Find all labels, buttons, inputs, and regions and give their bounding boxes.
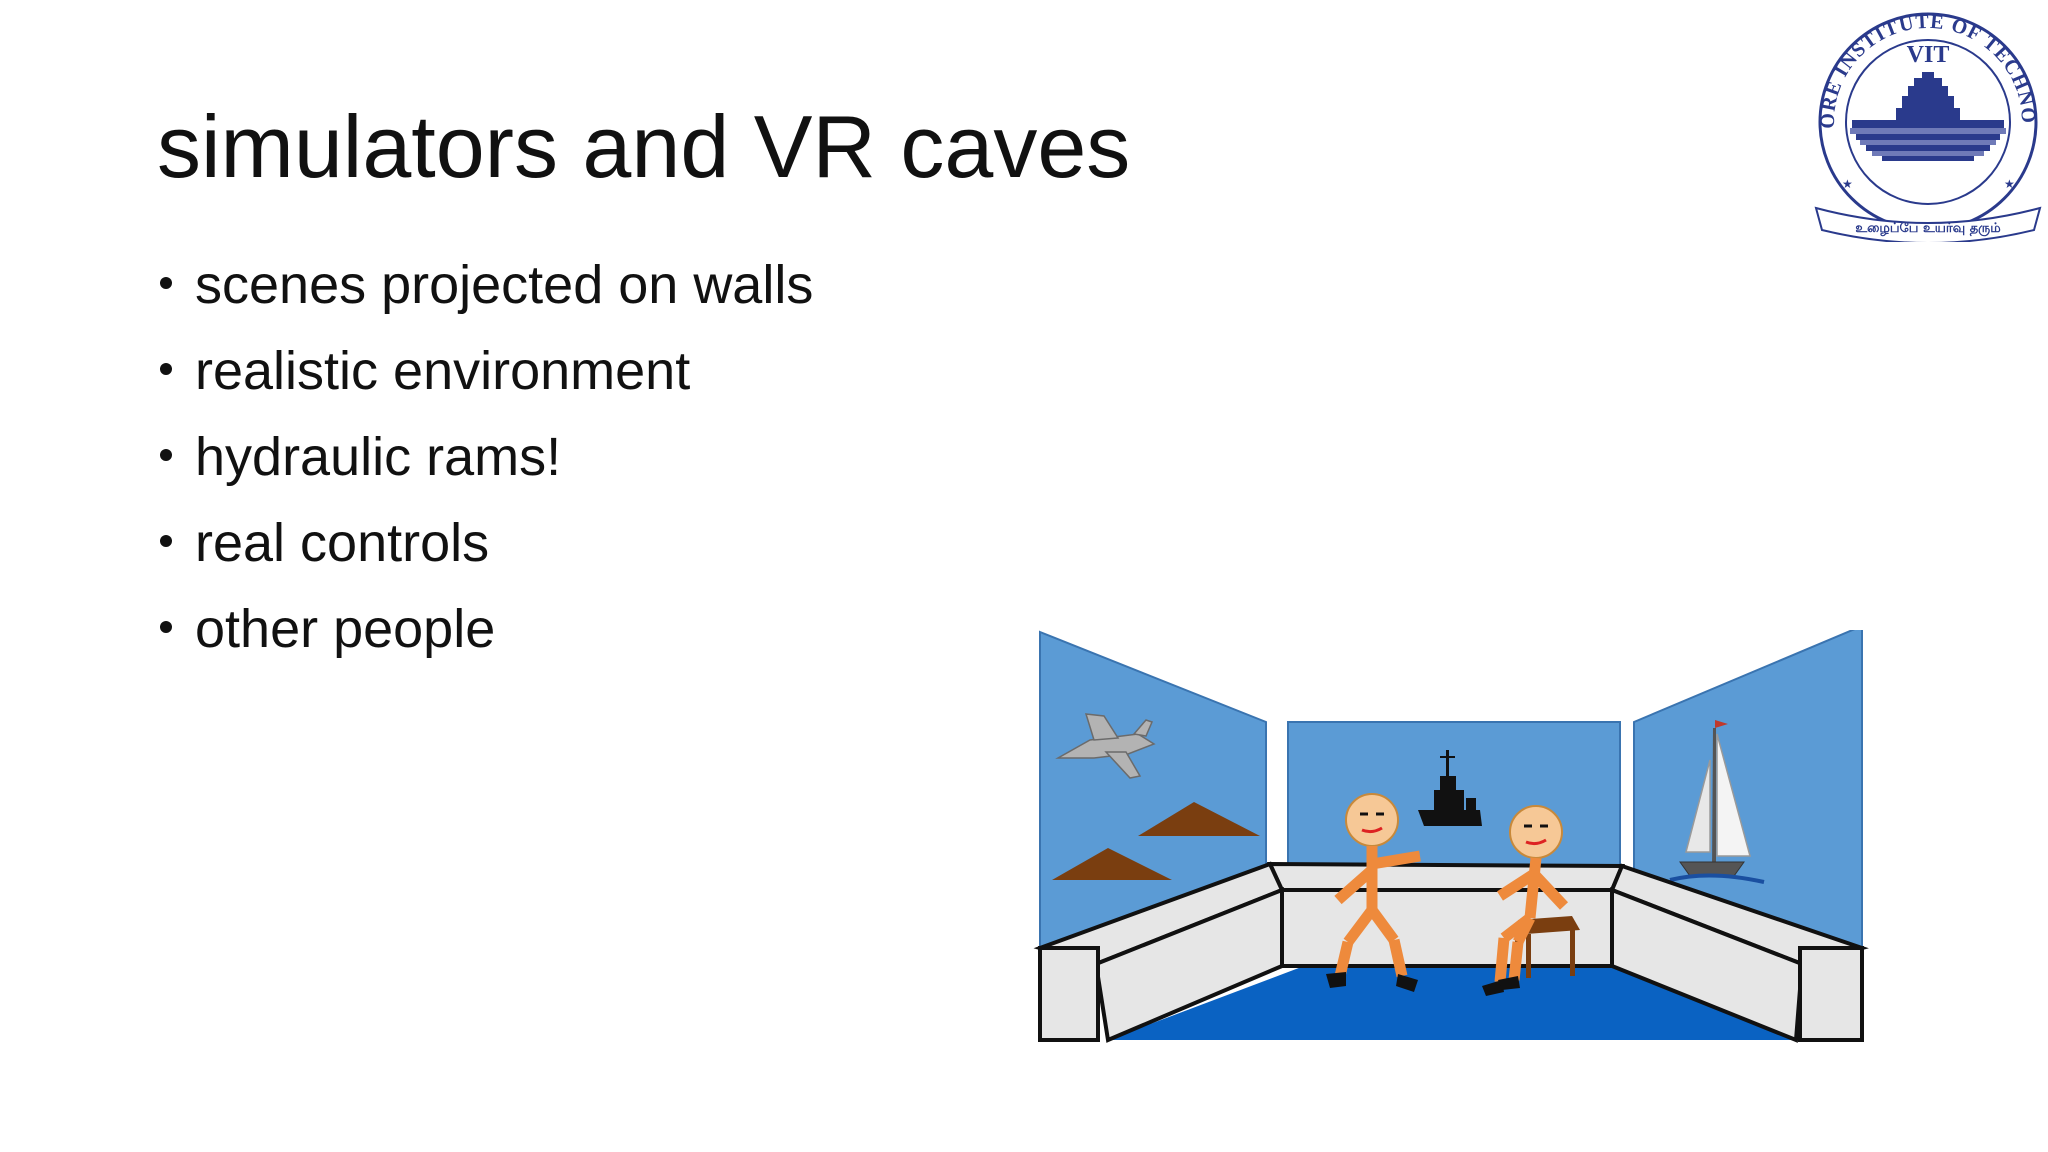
warship-icon [1418, 750, 1482, 826]
vr-cave-illustration-icon [1033, 630, 1869, 1043]
logo-ribbon-text: உழைப்பே உயர்வு தரும் [1855, 221, 2001, 236]
bench-end [1798, 946, 1864, 1042]
logo-ribbon [1814, 206, 2042, 242]
seated-person [1482, 805, 1580, 996]
temple-icon [1850, 72, 2006, 161]
terrain [1052, 848, 1172, 880]
bench [1610, 887, 1805, 1043]
terrain [1138, 802, 1260, 836]
star-icon: ★ [2004, 177, 2015, 191]
logo-center-text: VIT [1907, 42, 1950, 68]
bullet-item: realistic environment [157, 334, 813, 420]
bench-end [1038, 946, 1100, 1042]
bullet-item: real controls [157, 506, 813, 592]
standing-person [1326, 793, 1421, 992]
bullet-item: other people [157, 592, 813, 678]
sailboat-icon [1669, 720, 1765, 884]
vit-logo: VELLORE INSTITUTE OF TECHNOLOGY VIT ★ ★ … [1812, 2, 2042, 242]
bullet-item: scenes projected on walls [157, 248, 813, 334]
slide-title: simulators and VR caves [157, 97, 1131, 196]
bullet-item: hydraulic rams! [157, 420, 813, 506]
star-icon: ★ [1842, 177, 1853, 191]
bullet-list: scenes projected on walls realistic envi… [157, 248, 813, 678]
bench [1093, 887, 1284, 1043]
bench [1266, 861, 1625, 892]
floor [1108, 966, 1796, 1040]
fighter-jet-icon [1055, 713, 1156, 779]
